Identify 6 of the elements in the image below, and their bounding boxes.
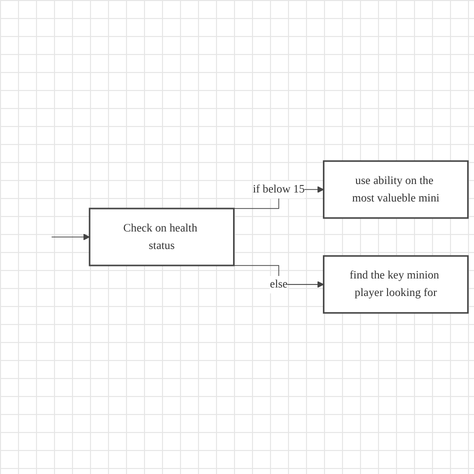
edge-label: else — [270, 278, 288, 290]
node-box: Check on health status — [88, 208, 235, 266]
edge-label: if below 15 — [252, 183, 305, 196]
node-box: use ability on the most valueble mini — [322, 160, 469, 219]
arrow — [51, 234, 90, 240]
node-box: find the key minion player looking for — [322, 255, 469, 314]
